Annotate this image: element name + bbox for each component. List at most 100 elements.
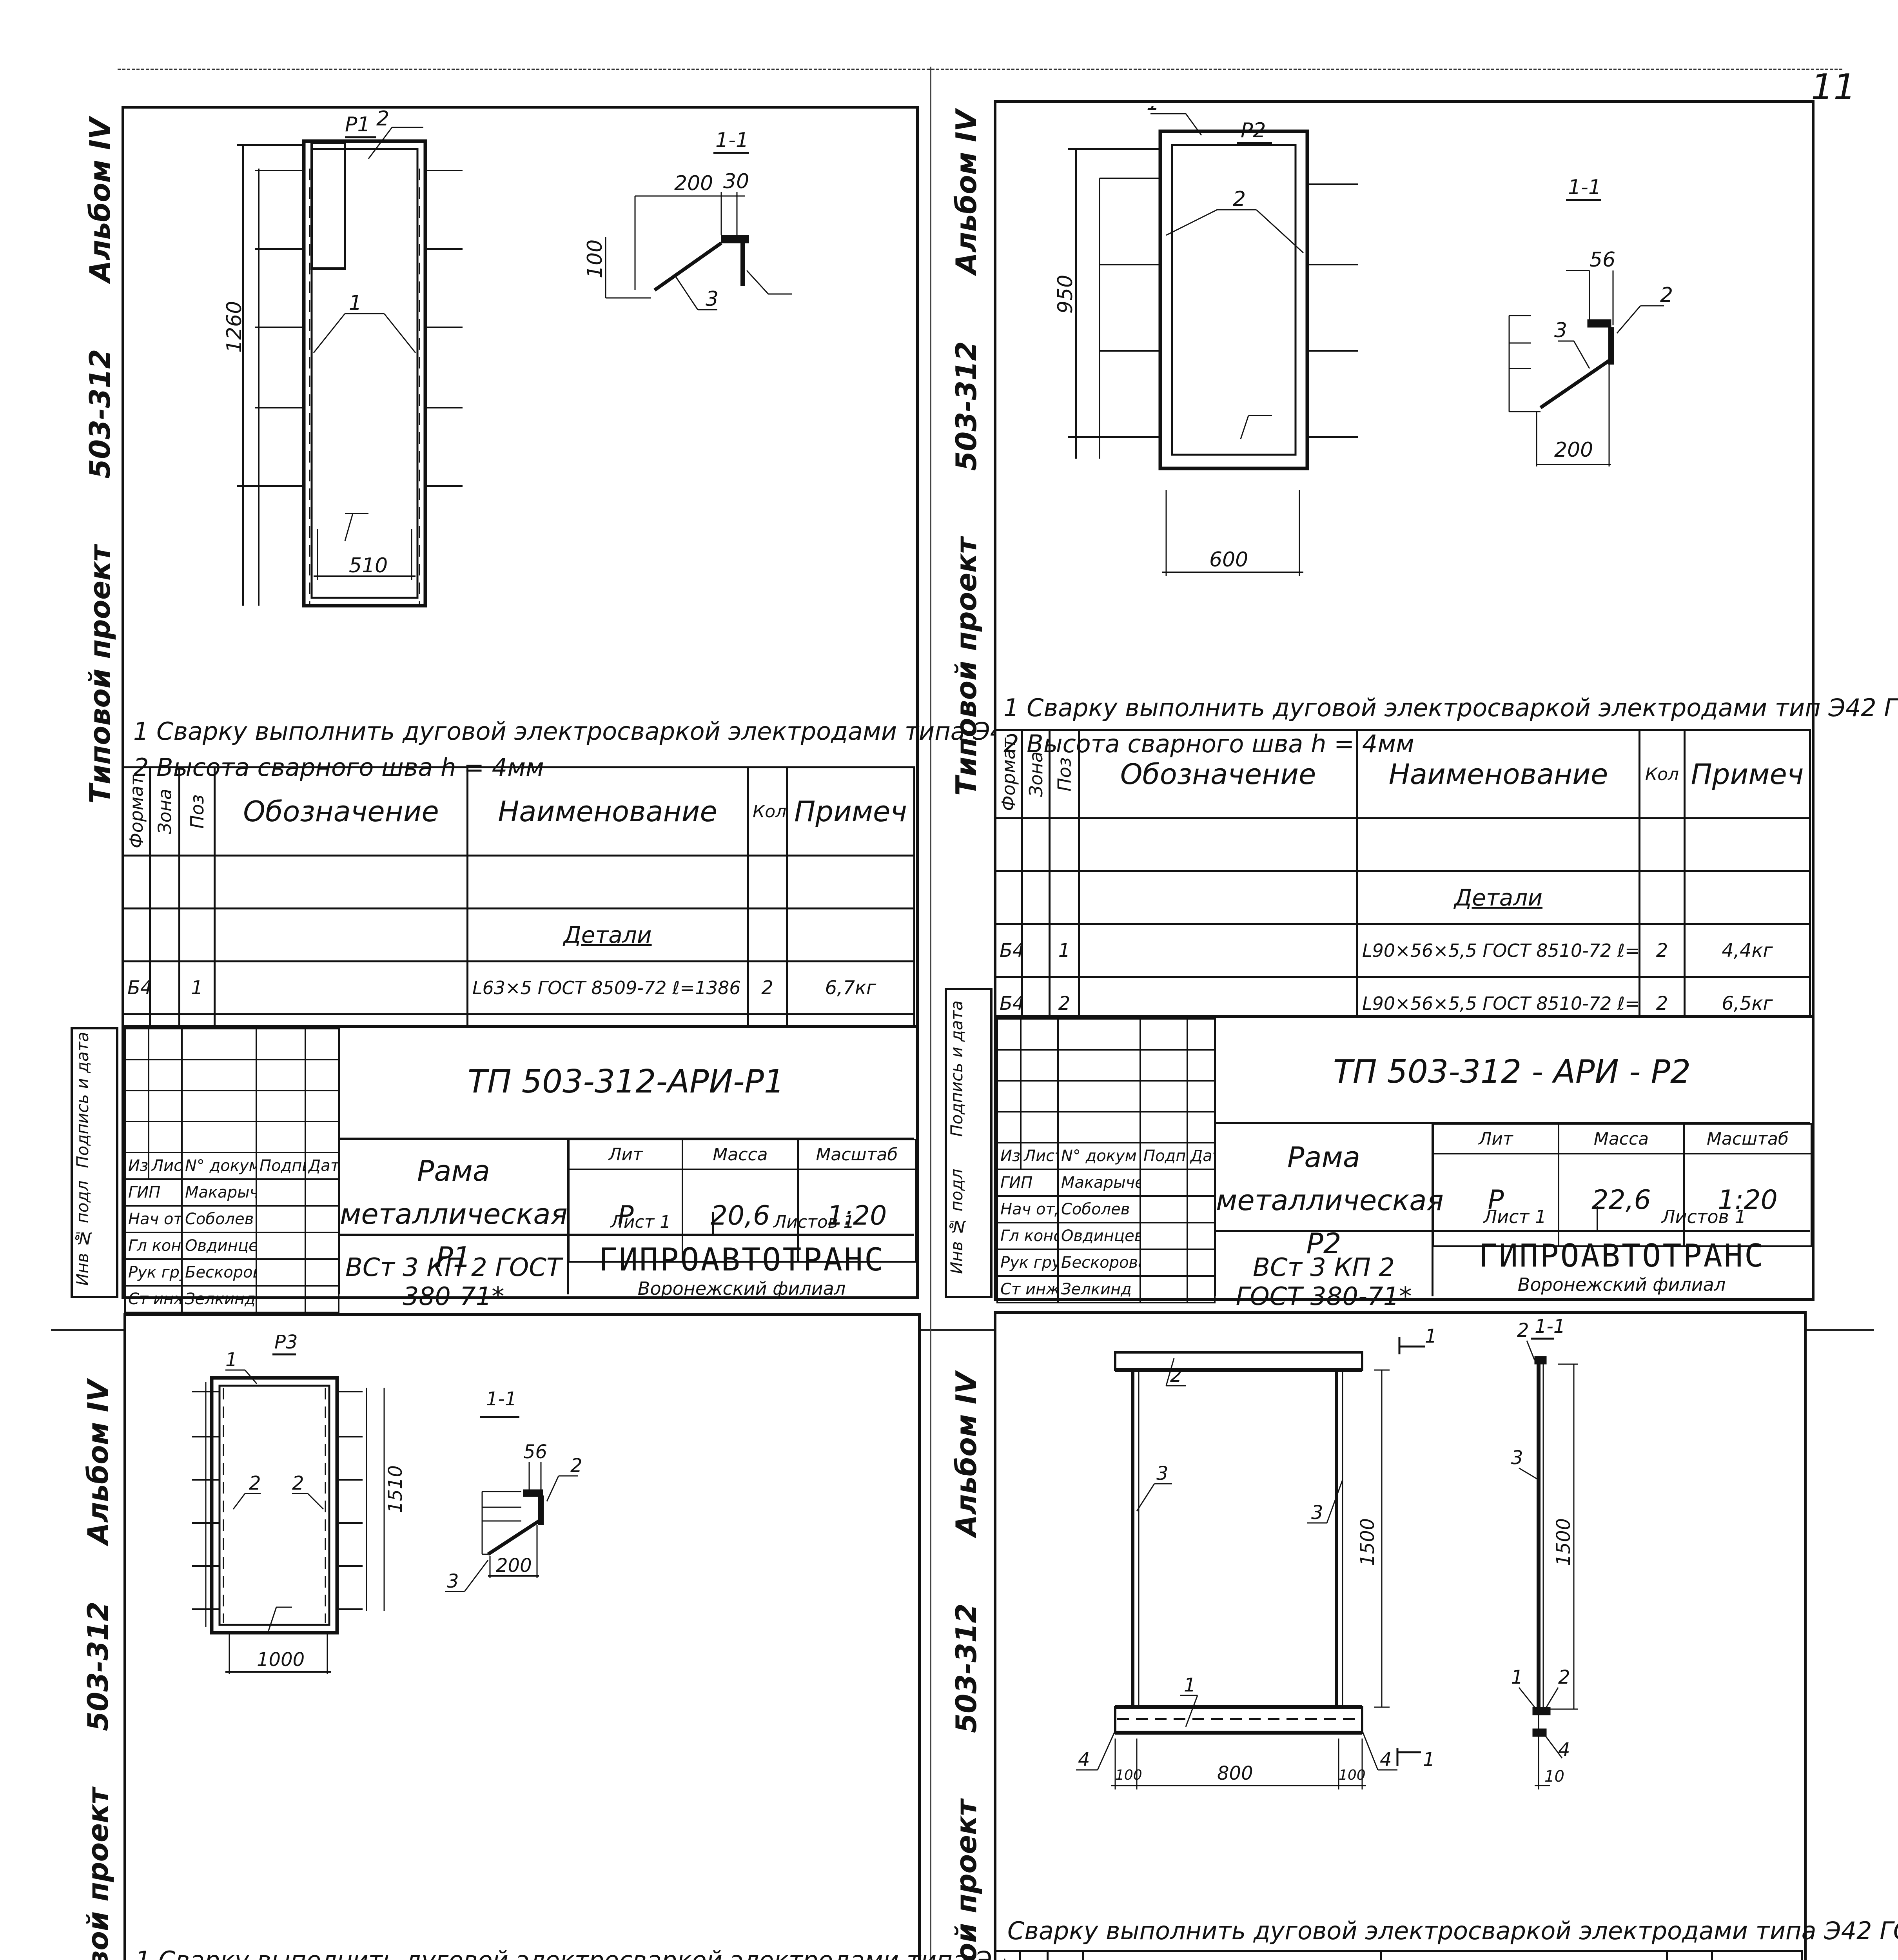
section-label: 1-1	[1535, 1316, 1565, 1338]
callout-1: 1	[1184, 1674, 1196, 1696]
col-qty: Кол	[747, 766, 788, 857]
left-stamp: Подпись и дата Инв № подл	[71, 1027, 118, 1298]
section-width-dimension: 200	[496, 1555, 532, 1577]
section-heading: Детали	[466, 907, 749, 962]
width-dimension: 510	[349, 554, 388, 577]
callout-2: 2	[376, 110, 389, 131]
callout-3-right: 3	[1311, 1502, 1323, 1524]
thickness-dimension: 10	[1544, 1768, 1564, 1786]
callout-3: 3	[706, 287, 719, 311]
scale-value: 1:20	[1683, 1153, 1812, 1247]
callout-2: 2	[1170, 1365, 1182, 1387]
title-block: ИзмЛистN° докумПодписьДата ГИПМакарычев …	[994, 1015, 1815, 1311]
drawing-label: Р1	[345, 113, 370, 136]
section-mark-top: 1	[1425, 1325, 1437, 1347]
section-mark-bottom: 1	[1423, 1749, 1435, 1771]
section-flange-dimension: 56	[1590, 248, 1615, 272]
specification-table: Формат Зона Поз Обозначение Наименование…	[994, 1950, 1803, 1960]
col-pos: Поз	[179, 767, 215, 856]
section-label: 1-1	[1568, 176, 1601, 199]
drawing-title: Рама металлическая Р2	[1216, 1141, 1444, 1260]
sheet-frame	[123, 1313, 921, 1960]
col-zone: Зона	[150, 767, 180, 856]
scale-value: 1:20	[797, 1169, 916, 1263]
callout-2-section: 2	[1517, 1319, 1529, 1341]
horizontal-divider	[51, 1329, 1874, 1331]
project-code: 503-312	[83, 349, 116, 479]
mass-value: 22,6	[1558, 1153, 1685, 1247]
callout-4-section: 4	[1558, 1739, 1570, 1761]
section-width-dimension: 200	[674, 172, 713, 195]
mass-value: 20,6	[682, 1169, 799, 1263]
overhang-right: 100	[1339, 1767, 1366, 1783]
drawing-title: Рама металлическая Р1	[340, 1154, 568, 1274]
section-label: 1-1	[486, 1388, 517, 1410]
width-dimension: 1000	[257, 1649, 305, 1671]
col-note: Примеч	[786, 766, 915, 857]
organization: ГИПРОАВТОТРАНС Воронежский филиал	[598, 1241, 885, 1299]
side-strip: Типовой проект 503-312 Альбом IV	[82, 1380, 114, 1960]
height-dimension: 1500	[1357, 1518, 1379, 1566]
vertical-divider	[930, 67, 931, 1960]
left-stamp: Подпись и дата Инв № подл	[945, 988, 993, 1298]
callout-3-left: 3	[1156, 1463, 1169, 1485]
width-dimension: 600	[1209, 548, 1248, 572]
callout-1: 1	[1147, 106, 1159, 115]
callout-3: 3	[447, 1570, 459, 1592]
callout-2-section-bottom: 2	[1558, 1666, 1570, 1688]
sheet-frame	[994, 1311, 1807, 1960]
sign-date-label: Подпись и дата	[73, 1032, 92, 1168]
welding-notes: Сварку выполнить дуговой электросваркой …	[1007, 1916, 1898, 1945]
material-spec: ВСт 3 КП 2 ГОСТ 380-71*	[345, 1253, 562, 1311]
callout-2-left: 2	[249, 1472, 261, 1494]
callout-4-right: 4	[1380, 1749, 1392, 1771]
total-height-dimension: 1510	[385, 1465, 406, 1513]
organization: ГИПРОАВТОТРАНС Воронежский филиал	[1478, 1238, 1765, 1295]
section-flange-dimension: 30	[723, 170, 749, 193]
title-block: ИзмЛистN° докумПодписьДата ГИПМакарычев …	[122, 1025, 919, 1313]
callout-4-left: 4	[1078, 1749, 1090, 1771]
side-strip: Типовой проект 503-312 Альбом IV	[950, 110, 983, 796]
section-label: 1-1	[715, 129, 749, 152]
callout-1: 1	[225, 1349, 238, 1371]
total-height-dimension: 1260	[223, 301, 246, 353]
drawing-label: Р2	[1241, 119, 1266, 142]
callout-2-section: 2	[570, 1455, 582, 1477]
project-label: Типовой проект	[83, 545, 116, 804]
top-cut-line	[118, 69, 1842, 70]
drawing-label: Р3	[274, 1331, 298, 1353]
col-designation: Обозначение	[214, 766, 468, 857]
page-number: 11	[1811, 67, 1856, 108]
width-dimension: 800	[1217, 1762, 1253, 1784]
revision-grid: ИзмЛистN° докумПодписьДата ГИПМакарычев …	[124, 1028, 339, 1313]
side-strip: Типовой проект 503-312 Альбом IV	[950, 1372, 983, 1960]
callout-2: 2	[1233, 187, 1246, 211]
material-spec: ВСт 3 КП 2 ГОСТ 380-71*	[1236, 1253, 1412, 1311]
total-height-dimension: 950	[1054, 275, 1077, 314]
callout-2-section: 2	[1660, 283, 1673, 307]
col-name: Наименование	[466, 766, 749, 857]
section-width-dimension: 200	[1554, 438, 1593, 462]
section-flange-dimension: 56	[523, 1441, 547, 1463]
frame-drawing-p3: Р3 1-1 1000 1510 200 56 1 2 2 2 3	[192, 1331, 582, 1674]
callout-3-section: 3	[1511, 1447, 1523, 1469]
col-format: Формат	[122, 767, 150, 856]
section-height-dimension: 1500	[1553, 1518, 1575, 1566]
frame-drawing-p1: Р1 1-1 510 200 30 1260 100 2 1 3	[223, 110, 792, 608]
section-height-dimension: 100	[583, 240, 607, 278]
overhang-left: 100	[1115, 1767, 1142, 1783]
side-strip: Типовой проект 503-312 Альбом IV	[78, 118, 122, 804]
callout-1-section: 1	[1511, 1666, 1523, 1688]
document-code: ТП 503-312 - АРИ - Р2	[1333, 1053, 1691, 1091]
inv-no-label: Инв № подл	[73, 1180, 92, 1286]
album-label: Альбом IV	[83, 118, 116, 283]
callout-3: 3	[1554, 319, 1567, 342]
frame-drawing-p2: Р2 1-1 600 950 200 56 1 2 2 3	[1054, 106, 1673, 576]
callout-1: 1	[349, 291, 362, 315]
frame-drawing-p4: 1-1 1500 1500 800 100 100 10 2 3 3 1 4 4…	[1076, 1316, 1578, 1789]
document-code: ТП 503-312-АРИ-Р1	[467, 1063, 785, 1100]
